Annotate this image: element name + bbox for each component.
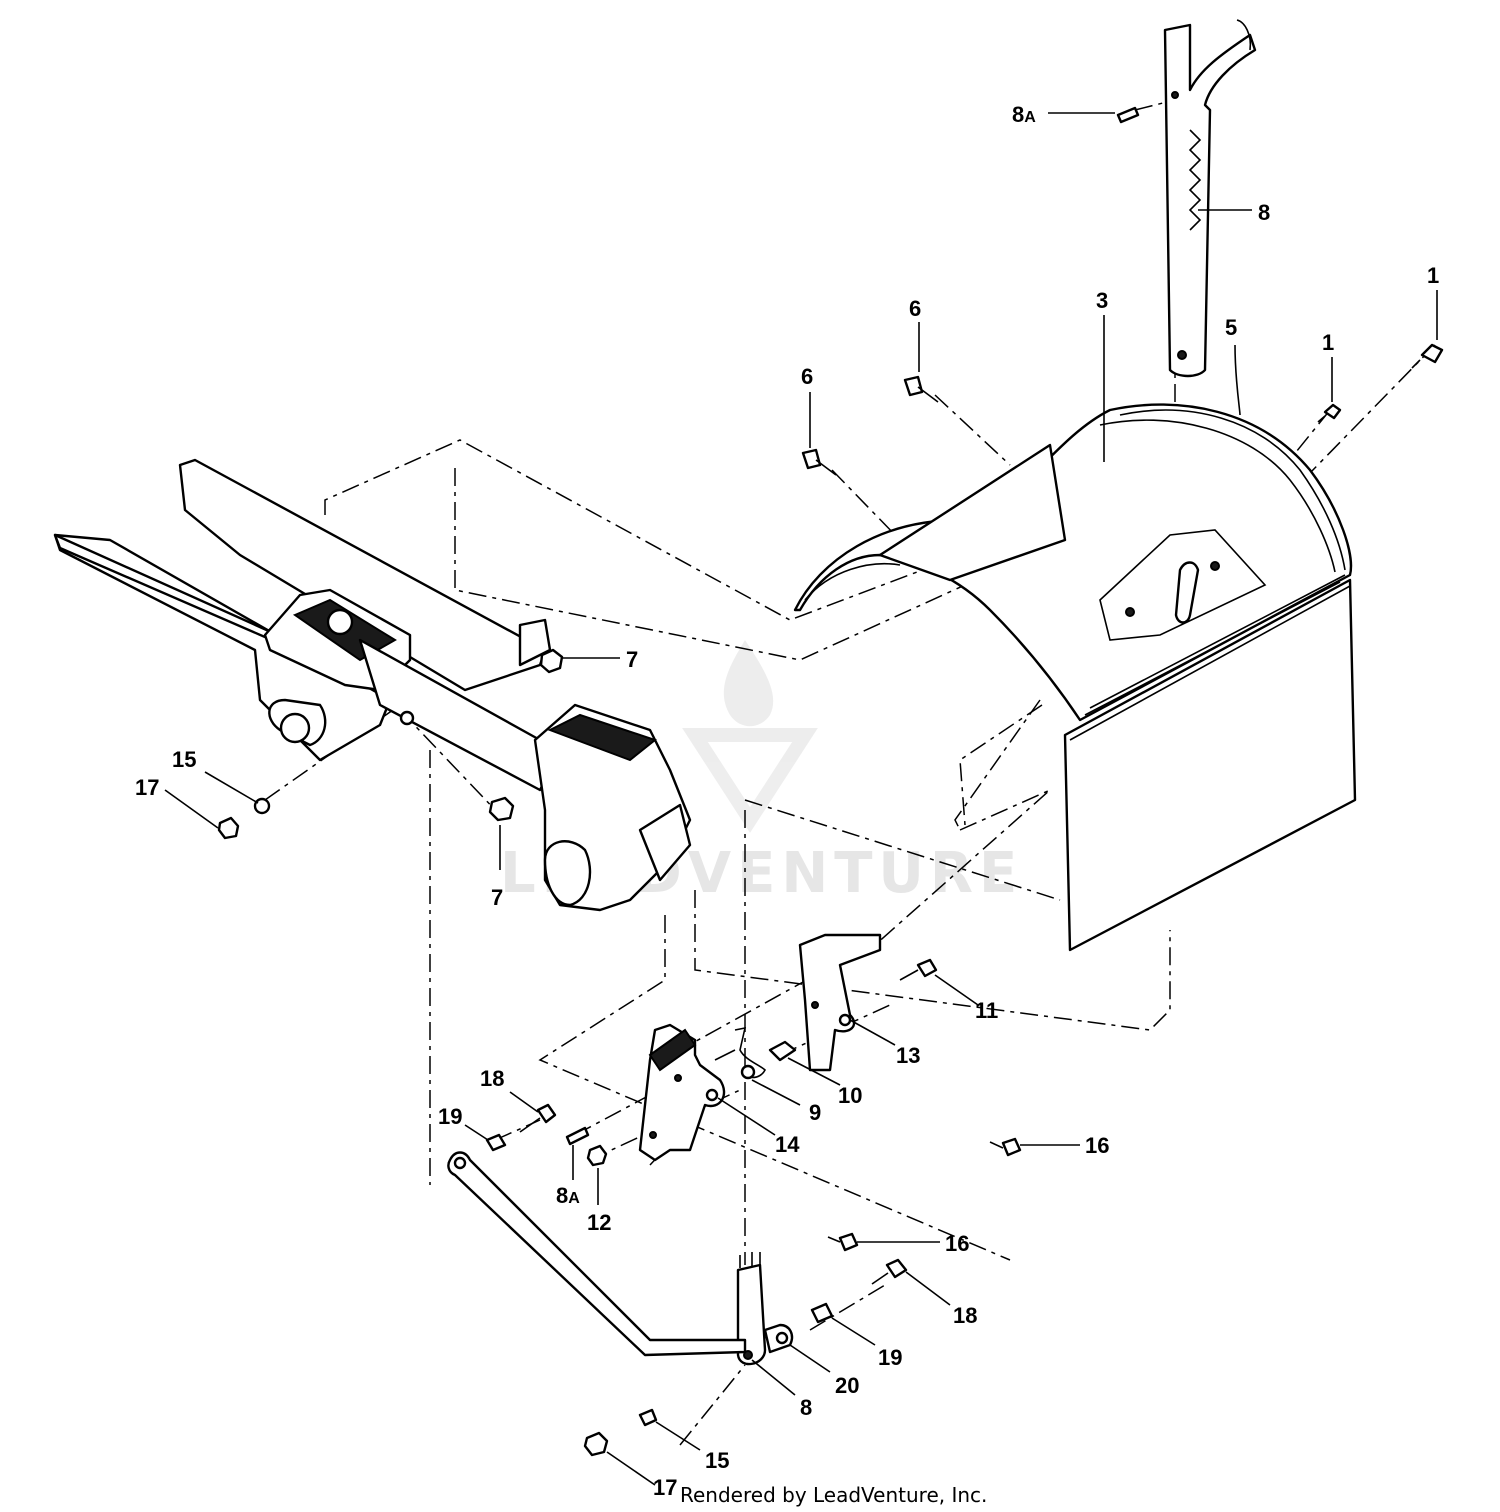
callout-8-bottom: 8 bbox=[800, 1395, 812, 1420]
callout-9: 9 bbox=[809, 1100, 821, 1125]
callout-8a-bottom: 8A bbox=[556, 1183, 580, 1208]
link-20 bbox=[763, 1323, 794, 1354]
bolt-6-lower bbox=[801, 448, 837, 476]
callout-labels: 1 1 3 5 6 6 7 7 8A 8 9 10 11 12 13 14 15… bbox=[135, 102, 1439, 1500]
nut-12 bbox=[586, 1144, 608, 1167]
callout-16-upper: 16 bbox=[1085, 1133, 1109, 1158]
tine-shield bbox=[793, 403, 1353, 722]
callout-1-left: 1 bbox=[1322, 330, 1334, 355]
callout-8-top: 8 bbox=[1258, 200, 1270, 225]
callout-18-lower: 18 bbox=[953, 1303, 977, 1328]
callout-20: 20 bbox=[835, 1373, 859, 1398]
callout-15-upper: 15 bbox=[172, 747, 196, 772]
callout-19-upper: 19 bbox=[438, 1104, 462, 1129]
bolt-18-upper bbox=[519, 1103, 557, 1133]
callout-5: 5 bbox=[1225, 315, 1237, 340]
callout-10: 10 bbox=[838, 1083, 862, 1108]
washer-15-upper bbox=[253, 797, 271, 815]
callout-17-upper: 17 bbox=[135, 775, 159, 800]
leader-lines bbox=[164, 112, 1438, 1486]
render-credit: Rendered by LeadVenture, Inc. bbox=[680, 1483, 987, 1507]
pin-8a-top bbox=[1116, 106, 1140, 124]
callout-6-upper: 6 bbox=[909, 296, 921, 321]
callout-7-lower: 7 bbox=[491, 885, 503, 910]
bracket-14 bbox=[638, 1023, 726, 1162]
bracket-13 bbox=[798, 933, 882, 1072]
bolt-6-upper bbox=[903, 375, 939, 403]
nut-7-upper bbox=[539, 648, 564, 674]
callout-7-upper: 7 bbox=[626, 647, 638, 672]
spacer-19-upper bbox=[485, 1133, 507, 1152]
washer-15-lower bbox=[638, 1408, 658, 1427]
callout-16-lower: 16 bbox=[945, 1231, 969, 1256]
lift-rod bbox=[447, 1151, 747, 1357]
nut-17-upper bbox=[217, 816, 240, 840]
callout-17-lower: 17 bbox=[653, 1475, 677, 1500]
spacer-19-lower bbox=[810, 1302, 834, 1324]
bolt-18-lower bbox=[871, 1258, 908, 1285]
callout-14: 14 bbox=[775, 1132, 800, 1157]
callout-12: 12 bbox=[587, 1210, 611, 1235]
bushing-10 bbox=[768, 1040, 797, 1062]
callout-18-upper: 18 bbox=[480, 1066, 504, 1091]
spring-9 bbox=[714, 1026, 766, 1080]
callout-13: 13 bbox=[896, 1043, 920, 1068]
callout-19-lower: 19 bbox=[878, 1345, 902, 1370]
bolt-16-upper bbox=[989, 1137, 1022, 1157]
pin-8a-bottom bbox=[565, 1126, 590, 1146]
callout-6-lower: 6 bbox=[801, 364, 813, 389]
callout-11: 11 bbox=[975, 998, 998, 1023]
bolt-1-left bbox=[1317, 403, 1342, 423]
bolt-16-lower bbox=[827, 1232, 859, 1252]
bolt-1-right bbox=[1411, 343, 1444, 369]
callout-1-right: 1 bbox=[1427, 263, 1439, 288]
nut-17-lower bbox=[583, 1431, 609, 1457]
left-frame-assembly bbox=[53, 458, 692, 912]
watermark-logo bbox=[682, 640, 818, 833]
bolt-11 bbox=[899, 958, 938, 981]
tine-flap bbox=[1063, 578, 1357, 952]
callout-8a-top: 8A bbox=[1012, 102, 1036, 127]
nut-7-lower bbox=[488, 796, 515, 822]
callout-3: 3 bbox=[1096, 288, 1108, 313]
depth-bar-top bbox=[1163, 19, 1257, 378]
callout-15-lower: 15 bbox=[705, 1448, 729, 1473]
